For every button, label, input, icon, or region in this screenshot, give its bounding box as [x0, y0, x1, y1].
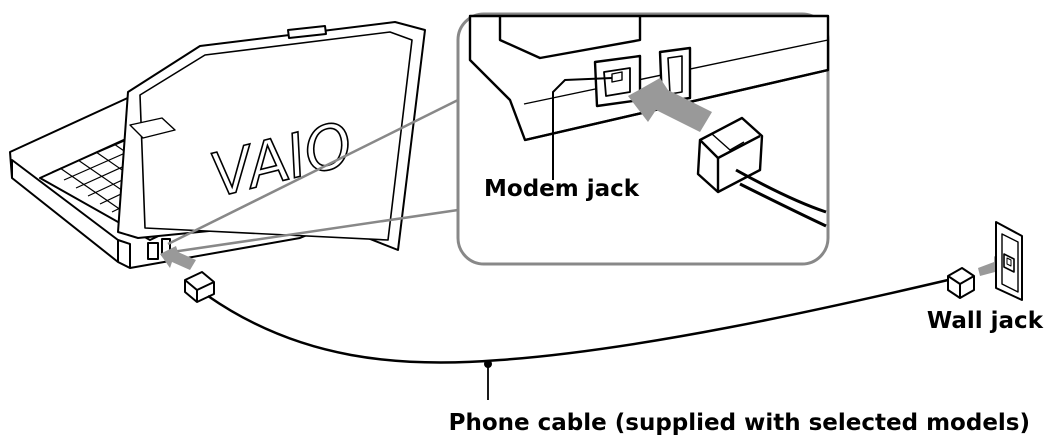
zoom-lines	[167, 98, 459, 254]
phone-plug-inset	[696, 116, 827, 228]
wall-jack-icon	[995, 221, 1023, 301]
inset-box	[456, 12, 830, 266]
phone-cable	[207, 278, 949, 364]
modem-jack-leader	[552, 77, 613, 180]
laptop	[9, 21, 426, 269]
insert-arrow-inset	[628, 78, 712, 132]
phone-cable-leader	[484, 360, 492, 400]
modem-jack-label: Modem jack	[484, 176, 640, 202]
phone-plug-wall-end	[947, 267, 975, 299]
wall-jack-label: Wall jack	[927, 308, 1044, 334]
phone-cable-label: Phone cable (supplied with selected mode…	[449, 410, 1030, 436]
phone-plug-laptop-end	[184, 271, 215, 303]
insert-arrow-laptop	[160, 246, 196, 270]
